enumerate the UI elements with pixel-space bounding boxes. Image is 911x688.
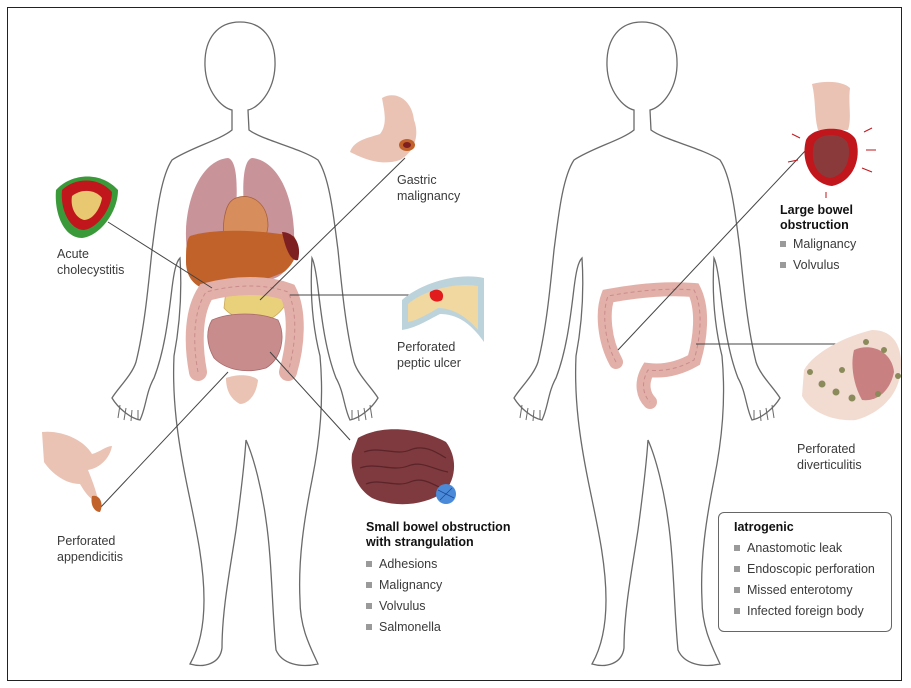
gallbladder-inset [56, 176, 118, 238]
list-item: Infected foreign body [734, 601, 875, 622]
list-item: Salmonella [366, 617, 442, 638]
list-item: Anastomotic leak [734, 538, 875, 559]
right-colon [605, 289, 700, 402]
appendix-inset [42, 432, 112, 512]
list-item: Endoscopic perforation [734, 559, 875, 580]
label-perforated-appendicitis: Perforated appendicitis [57, 533, 123, 565]
large-bowel-list: Malignancy Volvulus [780, 234, 856, 276]
rectum [226, 375, 258, 404]
label-perforated-peptic-ulcer: Perforated peptic ulcer [397, 339, 461, 371]
label-acute-cholecystitis: Acute cholecystitis [57, 246, 124, 278]
left-hand-fingers [118, 405, 372, 421]
gastric-inset [350, 95, 416, 162]
small-bowel-inset [352, 429, 456, 504]
right-colon-inner [605, 289, 700, 402]
iatrogenic-heading: Iatrogenic [734, 520, 794, 535]
label-perforated-diverticulitis: Perforated diverticulitis [797, 441, 862, 473]
peptic-ulcer-inset [402, 276, 484, 342]
list-item: Volvulus [366, 596, 442, 617]
small-bowel-heading: Small bowel obstruction with strangulati… [366, 520, 510, 550]
iatrogenic-list: Anastomotic leak Endoscopic perforation … [734, 538, 875, 622]
large-bowel-inset [788, 82, 876, 198]
small-bowel-list: Adhesions Malignancy Volvulus Salmonella [366, 554, 442, 638]
list-item: Adhesions [366, 554, 442, 575]
list-item: Malignancy [366, 575, 442, 596]
list-item: Missed enterotomy [734, 580, 875, 601]
large-bowel-heading: Large bowel obstruction [780, 203, 853, 233]
list-item: Volvulus [780, 255, 856, 276]
list-item: Malignancy [780, 234, 856, 255]
small-intestine [208, 314, 282, 371]
label-gastric-malignancy: Gastric malignancy [397, 172, 460, 204]
